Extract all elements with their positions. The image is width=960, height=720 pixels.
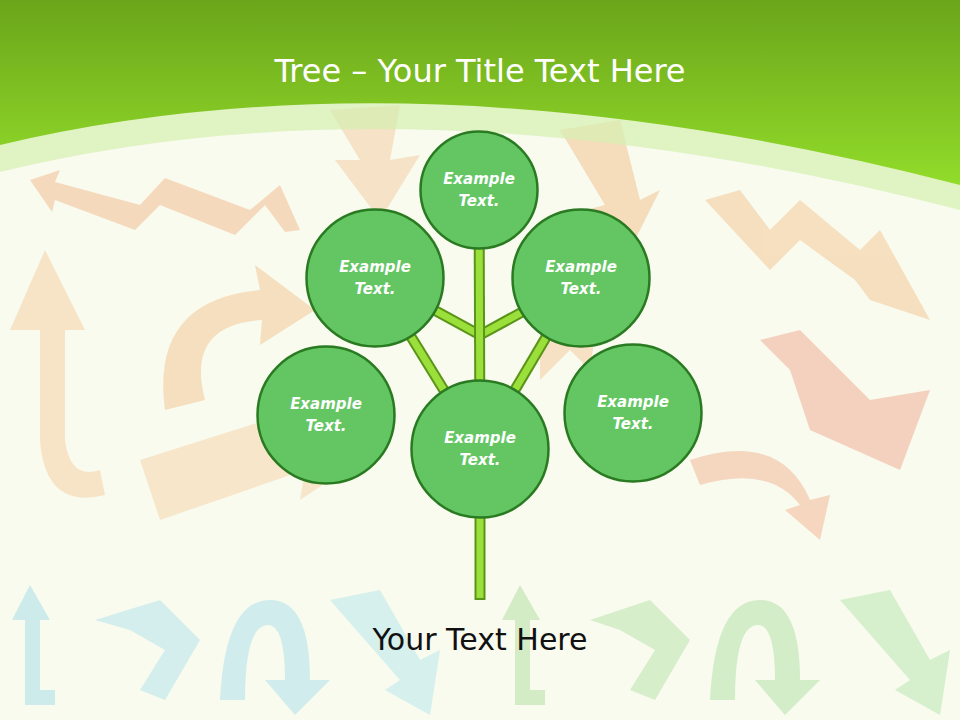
text-label: Your Text Here bbox=[0, 622, 960, 657]
circle-outline bbox=[410, 379, 550, 519]
tree-branch bbox=[515, 337, 546, 389]
circle-outline bbox=[256, 345, 396, 485]
node-text: Example Text. bbox=[331, 256, 419, 301]
tree-branch bbox=[476, 249, 484, 380]
node-text: Example Text. bbox=[282, 393, 370, 438]
branch-outline bbox=[474, 249, 486, 380]
node-text: Example Text. bbox=[435, 168, 523, 213]
node-text: Example Text. bbox=[436, 427, 524, 472]
circle-outline bbox=[419, 130, 539, 250]
branch-outline bbox=[515, 337, 546, 389]
tree-branch bbox=[411, 337, 444, 390]
circle-node: Example Text. bbox=[305, 208, 445, 348]
circle-outline bbox=[305, 208, 445, 348]
circle-outline bbox=[563, 343, 703, 483]
node-text: Example Text. bbox=[589, 391, 677, 436]
circle-node: Example Text. bbox=[419, 130, 539, 250]
circle-node: Example Text. bbox=[256, 345, 396, 485]
circle-node: Example Text. bbox=[511, 208, 651, 348]
circle-node: Example Text. bbox=[410, 379, 550, 519]
circle-outline bbox=[511, 208, 651, 348]
branch-outline bbox=[411, 337, 444, 390]
node-text: Example Text. bbox=[537, 256, 625, 301]
circle-node: Example Text. bbox=[563, 343, 703, 483]
slide-title: Tree – Your Title Text Here bbox=[0, 52, 960, 90]
